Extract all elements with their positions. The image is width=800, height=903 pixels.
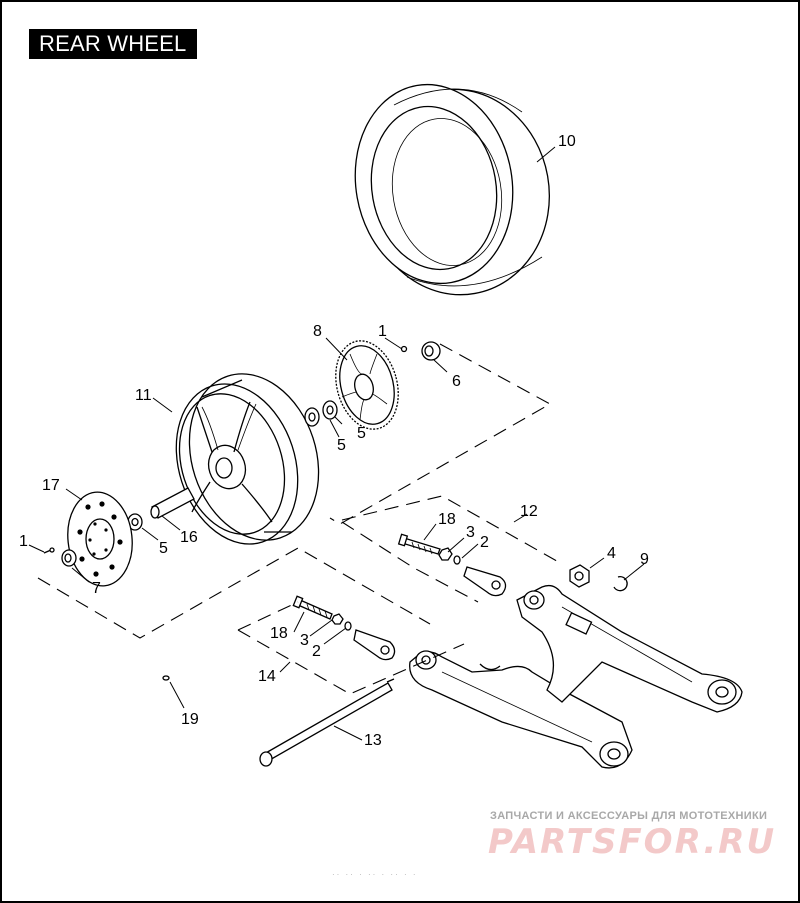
callout-5: 5: [337, 437, 346, 454]
part-axle: [259, 678, 395, 767]
part-tire: [354, 83, 551, 296]
leader-lines: [28, 146, 645, 741]
callout-2: 2: [312, 643, 321, 660]
part-brake-rotor: [67, 491, 133, 587]
part-sprocket: [335, 340, 408, 430]
part-spacer-tube: [150, 487, 195, 519]
footer-code-smudge: ·· ·· · ·· · ·· · ·: [332, 870, 418, 879]
callout-3: 3: [300, 632, 309, 649]
callout-3: 3: [466, 524, 475, 541]
part-rotor-bolt-and-spacer: [43, 547, 77, 567]
callout-6: 6: [452, 373, 461, 390]
callout-1: 1: [19, 533, 28, 550]
callout-13: 13: [364, 732, 382, 749]
callout-17: 17: [42, 477, 60, 494]
watermark-logo: PARTSFOR.RU: [488, 822, 777, 862]
part-swingarm: [409, 584, 743, 769]
callout-8: 8: [313, 323, 322, 340]
callout-5: 5: [357, 425, 366, 442]
dashed-assembly-boundaries: [37, 343, 563, 695]
callout-19: 19: [181, 711, 199, 728]
callout-12: 12: [520, 503, 538, 520]
callout-5: 5: [159, 540, 168, 557]
callout-labels: 10 8 1 6 11 5 5 17 16 5 1 7 12 18 3 2 4 …: [19, 133, 649, 749]
watermark-subtitle: ЗАПЧАСТИ И АКСЕССУАРЫ ДЛЯ МОТОТЕХНИКИ: [490, 810, 768, 822]
callout-18: 18: [438, 511, 456, 528]
callout-18: 18: [270, 625, 288, 642]
part-wheel: [175, 373, 320, 545]
callout-7: 7: [92, 580, 101, 597]
callout-16: 16: [180, 529, 198, 546]
part-bearings: [127, 400, 338, 531]
page-title: REAR WHEEL: [29, 29, 197, 59]
callout-9: 9: [640, 551, 649, 568]
part-pin: [162, 675, 170, 681]
callout-1: 1: [378, 323, 387, 340]
callout-10: 10: [558, 133, 576, 150]
part-axle-nut-and-clip: [569, 564, 628, 592]
callout-11: 11: [135, 387, 152, 404]
callout-14: 14: [258, 668, 276, 685]
callout-2: 2: [480, 534, 489, 551]
part-lower-adjuster-set: [292, 595, 396, 661]
part-upper-adjuster-set: [397, 533, 507, 597]
part-spacer: [421, 341, 441, 361]
callout-4: 4: [607, 545, 616, 562]
